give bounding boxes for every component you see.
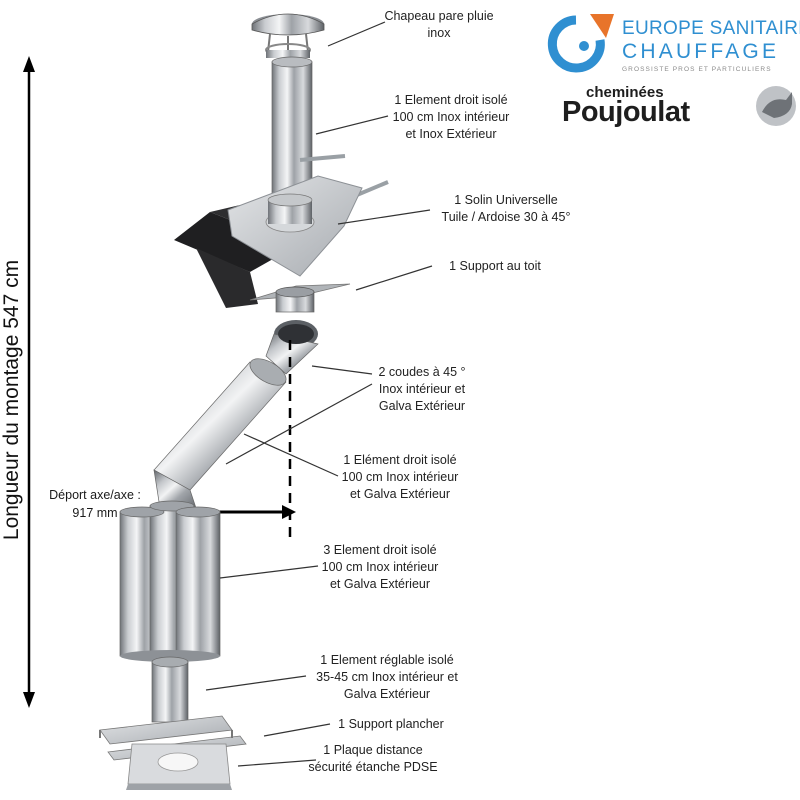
top-straight-element	[271, 56, 313, 201]
label-chapeau: Chapeau pare pluie inox	[384, 9, 494, 40]
leader-lines	[205, 21, 433, 767]
adjustable-element	[151, 656, 189, 723]
logo-tagline: GROSSISTE PROS ET PARTICULIERS	[622, 66, 772, 73]
height-arrow	[23, 56, 35, 708]
offset-label: Déport axe/axe : 917 mm	[49, 488, 141, 520]
europe-sanitaire-logo: EUROPE SANITAIRE CHAUFFAGE GROSSISTE PRO…	[556, 12, 800, 82]
safety-plate	[126, 743, 232, 790]
three-straight-elements	[119, 500, 221, 662]
height-label: Longueur du montage 547 cm	[0, 259, 23, 541]
roof-support	[249, 283, 351, 313]
europe-sanitaire-logo-mark	[547, 14, 614, 73]
label-support-plancher: 1 Support plancher	[338, 717, 444, 731]
label-element-diag: 1 Elément droit isolé 100 cm Inox intéri…	[341, 453, 459, 501]
diagonal-element	[153, 358, 287, 491]
poujoulat-big: Poujoulat	[562, 96, 690, 128]
poujoulat-cat-icon	[756, 86, 796, 126]
label-element-top: 1 Element droit isolé 100 cm Inox intéri…	[392, 93, 510, 141]
label-elements-3: 3 Element droit isolé 100 cm Inox intéri…	[321, 543, 439, 591]
roof-flashing	[174, 154, 389, 308]
label-solin: 1 Solin Universelle Tuile / Ardoise 30 à…	[441, 193, 571, 224]
logo-line1: EUROPE SANITAIRE	[622, 18, 800, 39]
poujoulat-small: cheminées	[586, 84, 664, 101]
label-support-toit: 1 Support au toit	[449, 259, 541, 273]
upper-elbow	[265, 320, 319, 375]
label-plaque: 1 Plaque distance sécurité étanche PDSE	[308, 743, 438, 774]
poujoulat-logo: cheminées Poujoulat	[560, 84, 800, 134]
logo-line2: CHAUFFAGE	[622, 40, 780, 63]
rain-cap	[251, 13, 325, 58]
label-reglable: 1 Element réglable isolé 35-45 cm Inox i…	[316, 653, 458, 701]
label-coudes: 2 coudes à 45 ° Inox intérieur et Galva …	[378, 365, 466, 413]
